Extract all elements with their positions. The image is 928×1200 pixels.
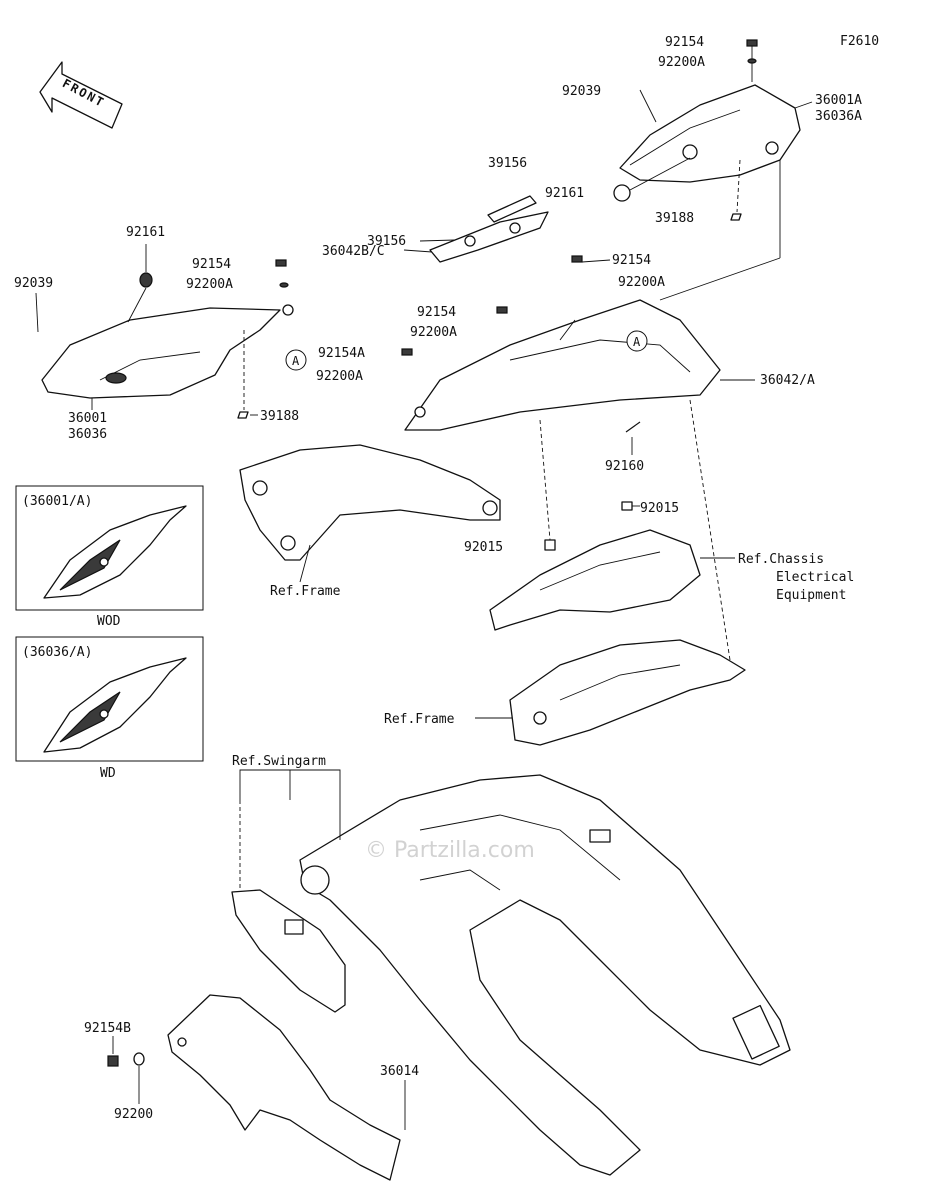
ref-chassis-label-2: Electrical: [776, 570, 854, 585]
label-92200: 92200: [114, 1107, 153, 1122]
inset-wod-caption: WOD: [97, 614, 121, 629]
label-36042BC: 36042B/C: [322, 244, 385, 259]
frame-rail-part: [239, 444, 501, 561]
label-92161-left: 92161: [126, 225, 165, 240]
inset-wd-title: (36036/A): [22, 645, 92, 660]
marker-a-left-label: A: [292, 354, 300, 368]
label-92039-top: 92039: [562, 84, 601, 99]
front-arrow-icon: FRONT: [39, 61, 123, 129]
label-92039-left: 92039: [14, 276, 53, 291]
chain-cover-part: [167, 994, 401, 1181]
upper-seat-cowl-part: [619, 84, 801, 183]
label-92154-left: 92154: [192, 257, 231, 272]
label-92015-right: 92015: [640, 501, 679, 516]
label-36014: 36014: [380, 1064, 419, 1079]
ref-chassis-label-1: Ref.Chassis: [738, 552, 824, 567]
ref-swingarm-label: Ref.Swingarm: [232, 754, 326, 769]
marker-a-right: [626, 330, 648, 352]
chain-guard-part: [231, 889, 346, 1013]
marker-a-right-label: A: [633, 335, 641, 349]
label-92200A-r2: 92200A: [410, 325, 457, 340]
label-92154A: 92154A: [318, 346, 365, 361]
inset-wod-cowl-part: [43, 505, 187, 599]
label-92161-top: 92161: [545, 186, 584, 201]
inset-wd-box: [15, 636, 204, 762]
left-seat-cowl-part: [41, 304, 294, 399]
figure-code: F2610: [840, 34, 879, 49]
inset-wd-cowl-part: [43, 657, 187, 753]
label-39188-top: 39188: [655, 211, 694, 226]
swingarm-part: [299, 774, 791, 1176]
label-92154-r1: 92154: [612, 253, 651, 268]
rear-frame-part: [509, 639, 746, 746]
label-39156-mid: 39156: [367, 234, 406, 249]
label-92160: 92160: [605, 459, 644, 474]
ref-chassis-label-3: Equipment: [776, 588, 846, 603]
label-92154-top: 92154: [665, 35, 704, 50]
electrical-tray-part: [489, 529, 701, 631]
label-92200A-left: 92200A: [186, 277, 233, 292]
label-92200A-r1: 92200A: [618, 275, 665, 290]
ref-frame-label-2: Ref.Frame: [384, 712, 455, 727]
label-39188-left: 39188: [260, 409, 299, 424]
watermark: © Partzilla.com: [365, 838, 535, 863]
label-36001: 36001: [68, 411, 107, 426]
marker-a-left: [285, 349, 307, 371]
label-36001A: 36001A: [815, 93, 862, 108]
label-92154B: 92154B: [84, 1021, 131, 1036]
inset-wd-caption: WD: [100, 766, 116, 781]
label-36036A: 36036A: [815, 109, 862, 124]
inset-wod-title: (36001/A): [22, 494, 92, 509]
label-36036: 36036: [68, 427, 107, 442]
label-92154-r2: 92154: [417, 305, 456, 320]
ref-frame-label-1: Ref.Frame: [270, 584, 341, 599]
label-92200A-r3: 92200A: [316, 369, 363, 384]
label-92015-left: 92015: [464, 540, 503, 555]
inset-wod-box: [15, 485, 204, 611]
label-92200A-top: 92200A: [658, 55, 705, 70]
label-36042A: 36042/A: [760, 373, 815, 388]
seat-bracket-part: [429, 195, 549, 263]
label-39156-top: 39156: [488, 156, 527, 171]
